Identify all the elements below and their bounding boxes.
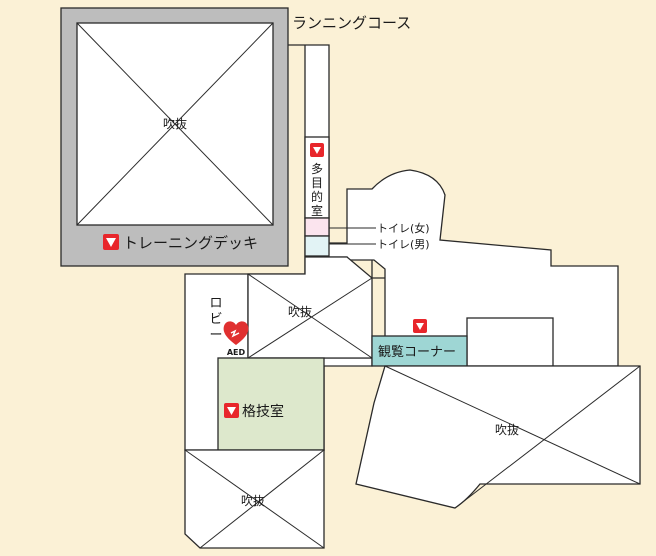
location-marker-icon: [310, 143, 324, 157]
toilet-male: [304, 235, 330, 257]
toilet-female: [304, 217, 330, 237]
multipurpose-room-char-3: 的: [311, 189, 323, 204]
aed-label: AED: [227, 348, 246, 357]
east-void: [355, 365, 641, 509]
void-label-center: 吹抜: [288, 305, 312, 319]
lobby-char-3: ー: [209, 328, 222, 343]
void-label-east: 吹抜: [495, 423, 519, 437]
lobby-char-1: ロ: [209, 296, 222, 311]
east-partition: [371, 260, 554, 367]
central-void: [247, 256, 373, 359]
void-label-lower: 吹抜: [241, 494, 265, 508]
multipurpose-room-char-2: 目: [311, 176, 323, 190]
location-marker-icon: [103, 234, 119, 250]
lobby-char-2: ビ: [209, 312, 222, 327]
multipurpose-room-char-1: 多: [311, 162, 323, 176]
void-label-top: 吹抜: [163, 117, 187, 131]
location-marker-icon: [224, 403, 239, 418]
viewing-corner-label: 観覧コーナー: [378, 344, 456, 360]
martial-arts-room-label: 格技室: [242, 403, 284, 420]
running-course-label: ランニングコース: [292, 14, 411, 32]
toilet-male-label: トイレ(男): [377, 238, 430, 251]
training-deck-label: トレーニングデッキ: [123, 234, 258, 252]
location-marker-icon: [413, 319, 427, 333]
multipurpose-room-char-4: 室: [311, 203, 323, 218]
lower-void: [184, 449, 325, 549]
aed-heart-icon: [223, 321, 249, 345]
training-deck-void: [76, 22, 274, 226]
toilet-female-label: トイレ(女): [377, 221, 430, 235]
